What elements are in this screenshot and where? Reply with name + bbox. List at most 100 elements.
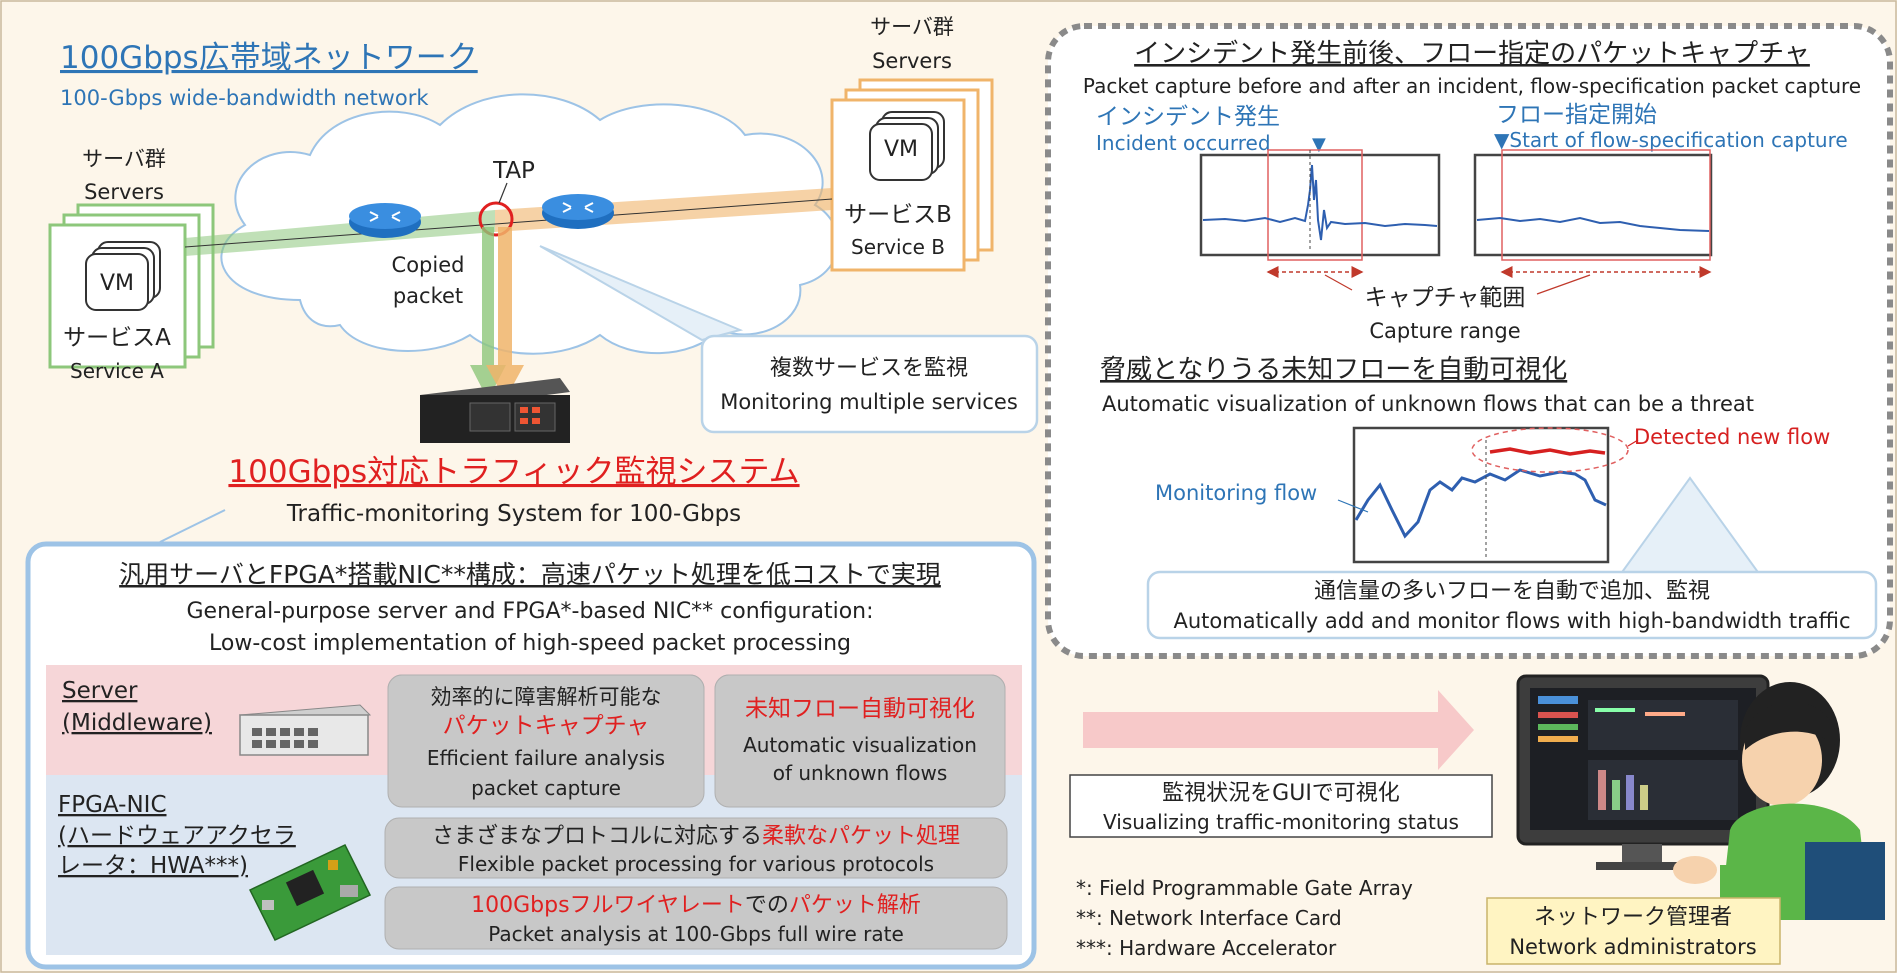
system-title-en: Traffic-monitoring System for 100-Gbps [286, 501, 741, 527]
capture-title-ja: インシデント発生前後、フロー指定のパケットキャプチャ [1134, 39, 1810, 69]
note-callout-box [1146, 570, 1878, 640]
incident-capture-line [1202, 164, 1438, 241]
visualization-feature-ja-top: 未知フロー自動可視化 [745, 696, 975, 722]
servers-left-vm: VM [100, 271, 134, 296]
note-ja: 通信量の多いフローを自動で追加、監視 [1314, 579, 1710, 604]
servers-left [48, 203, 215, 369]
copied-label-1: Copied [392, 253, 465, 277]
router-right-icon [542, 194, 614, 229]
incident-marker: ▼ [1312, 134, 1326, 155]
footnote-3: ***: Hardware Accelerator [1076, 936, 1337, 960]
tap-label: TAP [492, 158, 535, 184]
range-pointer-left [1324, 274, 1353, 291]
servers-right-vm: VM [884, 137, 918, 162]
visualization-feature-en2-top: of unknown flows [773, 761, 947, 785]
fpga-board-icon [248, 844, 372, 941]
servers-right [830, 78, 994, 272]
flowspec-capture-chart [1473, 153, 1713, 257]
monitoring-flow-line [1354, 468, 1607, 539]
administrator-illustration [1516, 674, 1885, 920]
monitor-callout-en: Monitoring multiple services [720, 390, 1018, 414]
unknown-title-en: Automatic visualization of unknown flows… [1102, 392, 1754, 416]
wire-rate-ja-a: 100Gbpsフルワイヤレート [471, 893, 745, 918]
servers-left-service-ja: サービスA [63, 325, 171, 351]
footnote-2: **: Network Interface Card [1076, 906, 1342, 930]
range-pointer-right [1536, 274, 1591, 295]
capture-feature-en2-top: packet capture [471, 776, 621, 800]
capture-feature-ja2-top: パケットキャプチャ [443, 713, 650, 739]
fpga-row-label-2: (ハードウェアアクセラ [58, 823, 296, 849]
flexible-processing-ja-b: 柔軟なパケット処理 [762, 824, 960, 849]
admin-label-ja: ネットワーク管理者 [1534, 905, 1732, 930]
detected-flow-line [1489, 447, 1606, 456]
monitoring-flow-pointer [1337, 499, 1369, 513]
admin-label-en: Network administrators [1509, 935, 1756, 959]
flexible-processing-en: Flexible packet processing for various p… [458, 852, 934, 876]
capture-range-en: Capture range [1369, 319, 1520, 343]
wire-rate-ja: 100Gbpsフルワイヤレートでのパケット解析 [471, 893, 921, 918]
servers-right-service-en: Service B [851, 235, 945, 259]
capture-title-en: Packet capture before and after an incid… [1083, 74, 1861, 98]
network-link-line [184, 198, 833, 248]
servers-left-group-en: Servers [84, 180, 164, 204]
capture-feature-en1-top: Efficient failure analysis [427, 746, 665, 770]
system-pointer [159, 509, 226, 543]
capture-feature-box-overlay [387, 674, 705, 808]
monitor-callout-box [700, 334, 1039, 434]
server-hardware-icon [238, 704, 372, 756]
unknown-title-ja: 脅威となりうる未知フローを自動可視化 [1100, 355, 1567, 385]
servers-left-group-ja: サーバ群 [82, 147, 166, 171]
servers-right-group-en: Servers [872, 49, 952, 73]
wire-rate-box [384, 886, 1008, 950]
visualization-feature-en1-top: Automatic visualization [743, 733, 977, 757]
detected-flow-label: Detected new flow [1634, 425, 1830, 449]
servers-left-service-en: Service A [70, 359, 164, 383]
tap-icon [478, 201, 514, 237]
note-en: Automatically add and monitor flows with… [1173, 609, 1850, 633]
wire-rate-en: Packet analysis at 100-Gbps full wire ra… [488, 922, 904, 946]
router-left-icon [349, 203, 421, 238]
orange-copied-arrow [486, 227, 524, 400]
incident-capture-window [1267, 149, 1363, 261]
unknown-flow-chart [1352, 426, 1610, 564]
flowspec-label-en-text: Start of flow-specification capture [1509, 128, 1847, 152]
config-line1-en: General-purpose server and FPGA*-based N… [186, 599, 873, 624]
flowspec-marker: ▼ [1494, 128, 1510, 152]
wire-rate-ja-c: パケット解析 [789, 893, 921, 918]
fpga-row-label-1: FPGA-NIC [58, 792, 167, 818]
config-heading-ja: 汎用サーバとFPGA*搭載NIC**構成：高速パケット処理を低コストで実現 [119, 560, 941, 589]
admin-label-box [1486, 897, 1781, 965]
copied-label-2: packet [393, 284, 463, 308]
fpga-row-label-3: レータ：HWA***) [58, 853, 248, 879]
detected-flow-ellipse [1471, 427, 1629, 473]
server-row-label-1: Server [62, 678, 138, 704]
servers-right-group-ja: サーバ群 [870, 15, 954, 39]
flowspec-capture-line [1476, 216, 1710, 232]
incident-label-en: Incident occurred [1096, 131, 1271, 155]
server-row-label-2: (Middleware) [62, 710, 212, 736]
wire-rate-ja-b: での [745, 893, 789, 918]
incident-label-ja: インシデント発生 [1096, 104, 1280, 130]
gui-label-box [1069, 774, 1493, 838]
flexible-processing-ja-a: さまざまなプロトコルに対応する [432, 823, 762, 849]
detected-flow-pointer [1627, 439, 1639, 447]
visualization-feature-box-overlay [714, 674, 1006, 808]
monitor-callout-ja: 複数サービスを監視 [770, 356, 968, 381]
flexible-processing-box [384, 817, 1008, 879]
capture-feature-ja1-top: 効率的に障害解析可能な [431, 685, 662, 709]
servers-right-service-ja: サービスB [844, 202, 952, 228]
footnote-1: *: Field Programmable Gate Array [1076, 876, 1413, 900]
gui-arrow [1083, 690, 1474, 770]
gui-label-en: Visualizing traffic-monitoring status [1103, 810, 1459, 834]
network-title-ja: 100Gbps広帯域ネットワーク [60, 40, 478, 76]
green-copied-arrow [470, 227, 506, 400]
flowspec-label-ja: フロー指定開始 [1496, 102, 1657, 128]
flexible-processing-ja: さまざまなプロトコルに対応する柔軟なパケット処理 [432, 823, 960, 849]
flowspec-capture-window [1501, 149, 1711, 261]
flowspec-label-en: ▼Start of flow-specification capture [1494, 128, 1848, 152]
gui-label-ja: 監視状況をGUIで可視化 [1162, 781, 1400, 806]
monitoring-flow-label: Monitoring flow [1155, 481, 1317, 505]
tap-pointer [498, 182, 508, 204]
config-line2-en: Low-cost implementation of high-speed pa… [209, 631, 851, 656]
